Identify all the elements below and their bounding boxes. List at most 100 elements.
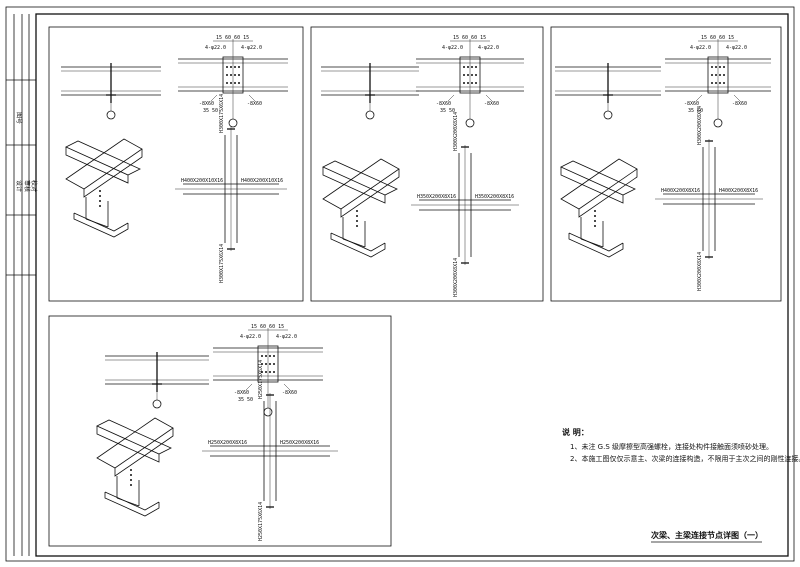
leader <box>447 94 455 102</box>
iso-bolt <box>130 479 132 481</box>
leader <box>283 383 291 391</box>
bolt <box>230 74 232 76</box>
iso-bolt <box>356 215 358 217</box>
iso-bolt <box>130 474 132 476</box>
bolt <box>475 82 477 84</box>
strip-label-4: 校对 <box>30 180 38 192</box>
leader <box>210 94 218 102</box>
detail-marker <box>365 110 375 120</box>
section-left-label: H250X200X8X16 <box>208 440 247 446</box>
panel-frame-b <box>310 26 544 302</box>
section-left-label: H400X200X8X16 <box>661 188 700 194</box>
bolt <box>265 363 267 365</box>
plate-note-right: -8X60 <box>484 101 499 107</box>
bolt-note-right: 4-φ22.0 <box>478 45 499 51</box>
iso-secondary-beam-flange <box>96 419 172 455</box>
detail-marker <box>106 110 116 120</box>
bolt <box>234 82 236 84</box>
bolt <box>467 74 469 76</box>
bolt <box>238 66 240 68</box>
iso-secondary-beam-flange <box>322 160 398 196</box>
bolt <box>475 74 477 76</box>
bolt <box>723 74 725 76</box>
section-right-label: H400X200X8X16 <box>719 188 758 194</box>
plate-note-left: -8X60 <box>199 101 214 107</box>
title-block-strip: 图号 设计 审核 校对 <box>6 14 38 556</box>
bolt-note-left: 4-φ22.0 <box>205 45 226 51</box>
bolt <box>226 74 228 76</box>
dimension-top-text: 15 60 60 15 <box>216 35 249 41</box>
bolt <box>463 82 465 84</box>
section-left-label: H350X200X8X16 <box>417 194 456 200</box>
strip-label-2: 设计 <box>15 180 23 192</box>
bolt <box>234 66 236 68</box>
bolt <box>467 82 469 84</box>
spacing-note: 35 50 <box>440 108 455 114</box>
iso-bolt <box>356 210 358 212</box>
bolt <box>273 355 275 357</box>
iso-secondary-beam-edge <box>322 167 386 204</box>
iso-bolt <box>99 200 101 202</box>
bolt <box>226 82 228 84</box>
iso-web <box>85 197 109 228</box>
iso-secondary-beam-edge <box>96 426 160 463</box>
iso-bolt <box>594 210 596 212</box>
plate-note-right: -8X60 <box>282 390 297 396</box>
bolt-note-right: 4-φ22.0 <box>241 45 262 51</box>
bolt <box>467 66 469 68</box>
bolt <box>230 66 232 68</box>
bolt <box>723 82 725 84</box>
spacing-note: 35 50 <box>688 108 703 114</box>
section-top-label: H300X200X8X14 <box>453 112 459 151</box>
iso-bolt <box>594 220 596 222</box>
bolt <box>261 371 263 373</box>
iso-main-beam-edge <box>340 169 400 218</box>
bolt <box>723 66 725 68</box>
plate-note-right: -8X60 <box>247 101 262 107</box>
bolt <box>715 66 717 68</box>
iso-web <box>116 476 140 507</box>
section-right-label: H350X200X8X16 <box>475 194 514 200</box>
detail-marker <box>263 407 273 417</box>
iso-secondary-beam-flange <box>560 160 636 196</box>
bolt <box>273 363 275 365</box>
strip-label-1: 图号 <box>15 112 22 124</box>
iso-bolt <box>130 484 132 486</box>
iso-secondary-beam-flange <box>65 140 141 176</box>
iso-secondary-beam-edge <box>65 147 129 184</box>
section-top-label: H250X175X6X14 <box>258 360 264 399</box>
bolt <box>463 66 465 68</box>
bolt <box>265 371 267 373</box>
bolt <box>265 355 267 357</box>
bolt <box>261 355 263 357</box>
iso-main-beam-edge <box>114 428 174 477</box>
iso-web <box>580 217 604 248</box>
bolt <box>234 74 236 76</box>
leader <box>695 94 703 102</box>
strip-label-3: 审核 <box>23 180 31 192</box>
detail-marker <box>152 399 162 409</box>
detail-marker <box>465 118 475 128</box>
iso-main-beam-edge <box>83 149 143 198</box>
bolt <box>463 74 465 76</box>
detail-marker <box>603 110 613 120</box>
bolt <box>719 82 721 84</box>
plate-note-right: -8X60 <box>732 101 747 107</box>
spacing-note: 35 50 <box>238 397 253 403</box>
iso-bottom-flange <box>104 491 160 517</box>
bolt <box>269 363 271 365</box>
bolt <box>711 74 713 76</box>
section-right-label: H250X200X8X16 <box>280 440 319 446</box>
inner-frame <box>35 13 789 557</box>
section-bottom-label: H300X175X6X14 <box>219 244 225 283</box>
bolt <box>226 66 228 68</box>
iso-bottom-flange <box>330 232 386 258</box>
notes-heading: 说 明： <box>562 427 589 437</box>
bolt <box>719 66 721 68</box>
dimension-top-text: 15 60 60 15 <box>251 324 284 330</box>
